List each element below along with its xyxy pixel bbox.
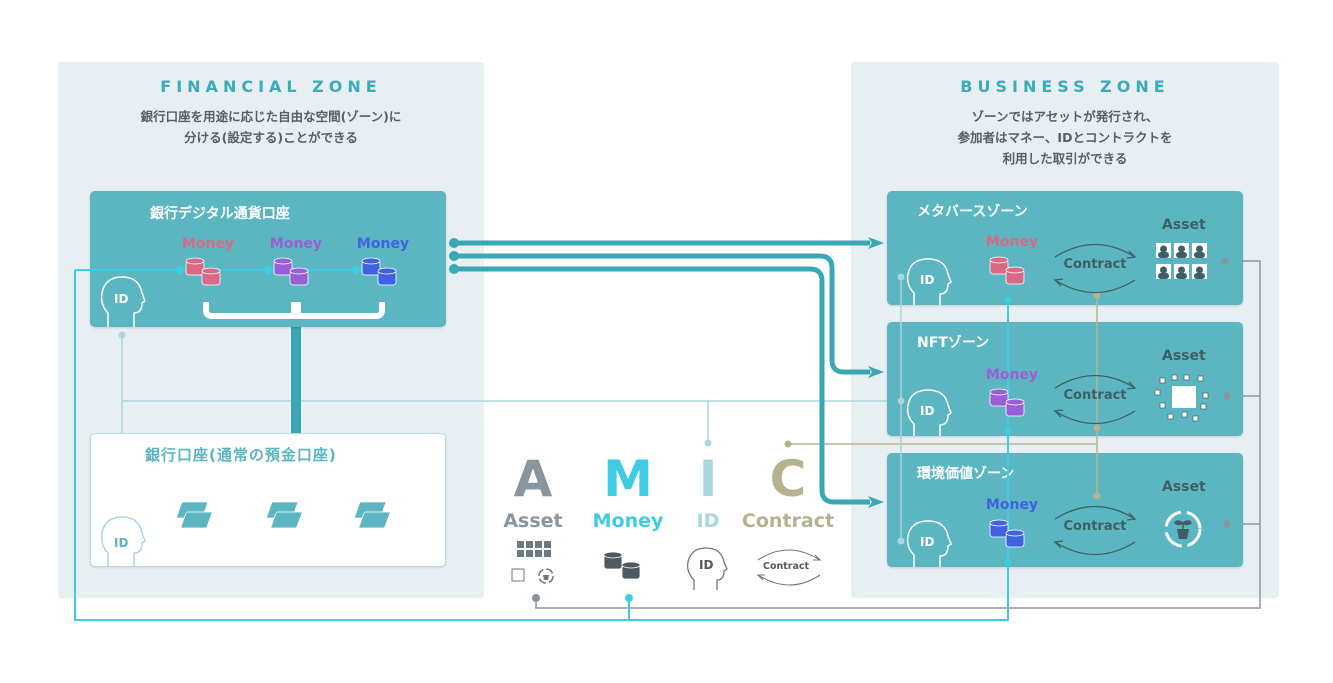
arrow-to-nft xyxy=(454,253,870,375)
arrow-to-environmental xyxy=(454,266,870,505)
coin-stack-icon xyxy=(603,551,641,580)
coin-stack-icon xyxy=(989,519,1025,548)
money-label: Money xyxy=(985,234,1039,250)
money-label: Money xyxy=(181,236,235,252)
legend-letter-id: I xyxy=(698,450,718,508)
id-icon xyxy=(906,258,952,567)
asset-label: Asset xyxy=(1162,348,1206,364)
coin-stack-icon xyxy=(989,256,1025,285)
zone-title: メタバースゾーン xyxy=(917,204,1028,220)
financial-zone-description: 銀行口座を用途に応じた自由な空間(ゾーン)に 分ける(設定する)ことができる xyxy=(140,109,402,145)
id-label: ID xyxy=(920,535,935,549)
regular-account-title: 銀行口座(通常の預金口座) xyxy=(145,446,337,464)
zone-title: NFTゾーン xyxy=(917,335,990,351)
legend-id-icon-label: ID xyxy=(699,558,714,572)
digital-account-title: 銀行デジタル通貨口座 xyxy=(150,206,290,222)
legend-word-contract: Contract xyxy=(741,510,835,532)
legend-word-asset: Asset xyxy=(503,510,563,532)
asset-label: Asset xyxy=(1162,217,1206,233)
money-label: Money xyxy=(356,236,410,252)
id-icon xyxy=(100,516,146,567)
business-zone-description: ゾーンではアセットが発行され、 参加者はマネー、IDとコントラクトを 利用した取… xyxy=(957,109,1173,166)
cash-stack-icon xyxy=(176,501,391,529)
asset-label: Asset xyxy=(1162,479,1206,495)
contract-cycle-icon xyxy=(1053,243,1137,556)
nft-chip-icon xyxy=(1154,374,1209,422)
legend-letter-money: M xyxy=(603,450,653,508)
coin-stack-icon xyxy=(989,388,1025,417)
contract-label: Contract xyxy=(1063,519,1127,534)
business-zone-title: BUSINESS ZONE xyxy=(960,77,1170,96)
coin-stack-icon xyxy=(361,257,397,286)
avatar-grid-icon xyxy=(1156,243,1207,279)
contract-label: Contract xyxy=(1063,388,1127,403)
legend-word-id: ID xyxy=(696,510,720,532)
digital-currency-account-card[interactable]: 銀行デジタル通貨口座 xyxy=(90,191,446,327)
coin-stack-icon xyxy=(185,257,221,286)
legend-letter-contract: C xyxy=(769,450,807,508)
money-label: Money xyxy=(269,236,323,252)
legend-letter-asset: A xyxy=(513,450,553,508)
legend-contract-icon-label: Contract xyxy=(763,561,810,572)
asset-connector xyxy=(535,260,1261,609)
id-icon xyxy=(100,276,146,327)
id-label: ID xyxy=(920,273,935,287)
money-label: Money xyxy=(985,367,1039,383)
id-label: ID xyxy=(114,536,129,550)
zone-title: 環境価値ゾーン xyxy=(917,466,1015,482)
money-label: Money xyxy=(985,497,1039,513)
id-icon xyxy=(686,547,728,590)
id-label: ID xyxy=(114,292,129,306)
plant-cycle-icon xyxy=(1164,510,1202,548)
financial-zone-title: FINANCIAL ZONE xyxy=(160,77,382,96)
legend-word-money: Money xyxy=(592,510,664,532)
account-link-bar xyxy=(291,318,301,433)
regular-bank-account-card[interactable]: 銀行口座(通常の預金口座) xyxy=(90,433,446,567)
contract-label: Contract xyxy=(1063,257,1127,272)
zone-arrows xyxy=(454,240,870,505)
coin-stack-icon xyxy=(273,257,309,286)
asset-mini-icon xyxy=(511,541,554,584)
id-label: ID xyxy=(920,404,935,418)
contract-cycle-icon xyxy=(756,549,822,586)
